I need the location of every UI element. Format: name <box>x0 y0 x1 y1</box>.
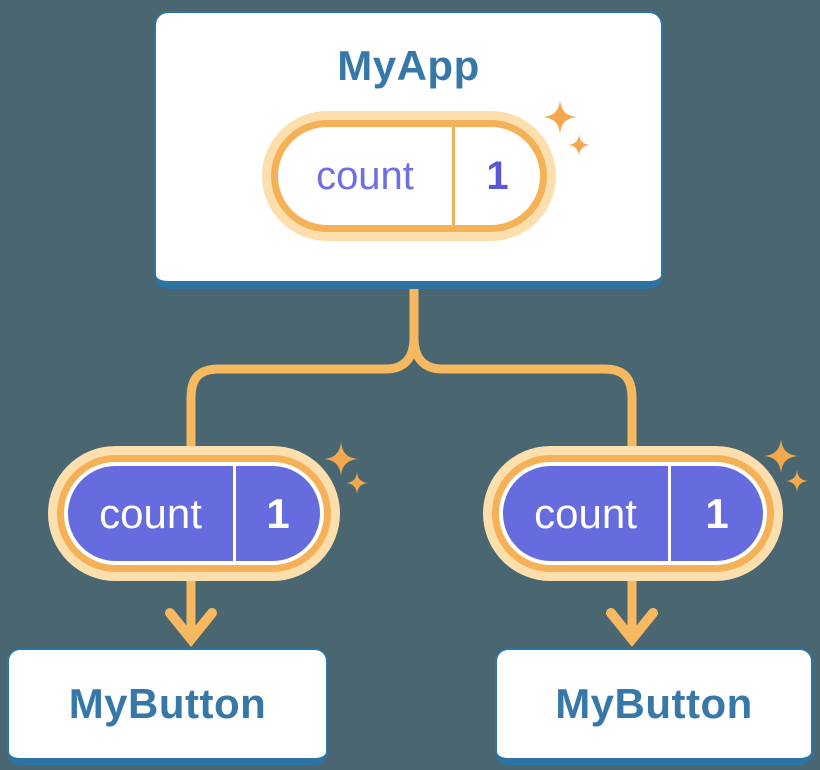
state-pill-divider <box>452 127 455 225</box>
state-value-label: 1 <box>486 153 509 198</box>
state-pill-root-ring: count 1 <box>271 120 547 232</box>
state-name-label: count <box>316 153 414 198</box>
sparkle-icon <box>543 100 577 134</box>
arrow-down-icon <box>165 608 217 647</box>
sparkle-icon <box>568 134 590 156</box>
state-name-label: count <box>99 489 202 537</box>
mybutton-left-title: MyButton <box>68 679 267 727</box>
mybutton-right-title: MyButton <box>555 679 753 727</box>
mybutton-card-right: MyButton <box>495 648 813 765</box>
state-pill-root-body: count 1 <box>278 127 540 225</box>
arrow-down-icon <box>606 608 658 647</box>
sparkle-icon <box>346 472 368 494</box>
sparkle-icon <box>324 442 358 476</box>
sparkles-group <box>324 100 808 494</box>
sparkle-icon <box>786 470 808 492</box>
state-pill-left-ring: count 1 <box>57 455 331 572</box>
myapp-title: MyApp <box>337 42 480 89</box>
branch-path-right <box>409 289 637 635</box>
state-pill-left-body: count 1 <box>68 466 320 561</box>
state-pill-divider <box>668 466 671 561</box>
state-pill-right: count 1 <box>483 446 783 581</box>
state-value-label: 1 <box>705 489 729 537</box>
state-value-label: 1 <box>266 489 290 537</box>
sparkle-icon <box>764 439 798 473</box>
state-pill-right-body: count 1 <box>503 466 763 561</box>
state-pill-right-ring: count 1 <box>492 455 774 572</box>
state-pill-divider <box>233 466 236 561</box>
mybutton-card-left: MyButton <box>7 648 328 765</box>
state-pill-root: count 1 <box>262 111 556 241</box>
state-pill-left: count 1 <box>48 446 340 581</box>
state-name-label: count <box>534 489 637 537</box>
